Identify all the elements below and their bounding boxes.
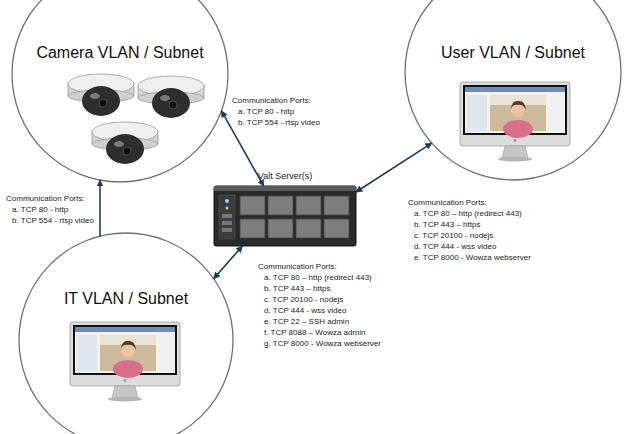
port-item: a. TCP 80 – http (redirect 443) bbox=[414, 209, 522, 219]
server-chassis bbox=[214, 186, 356, 246]
drive-bay bbox=[296, 219, 321, 238]
port-item: b. TCP 554 - rtsp video bbox=[238, 118, 320, 128]
server-port bbox=[222, 214, 232, 218]
monitor-icon bbox=[460, 82, 570, 162]
port-item: b. TCP 443 – https bbox=[264, 284, 330, 294]
server-port bbox=[222, 221, 232, 225]
circle-outline bbox=[404, 0, 622, 181]
subnet-title: Camera VLAN / Subnet bbox=[11, 44, 229, 62]
port-heading: Communication Ports: bbox=[258, 262, 337, 272]
port-item: a. TCP 80 - http bbox=[12, 205, 68, 215]
port-item: b. TCP 443 – https bbox=[414, 220, 480, 230]
server-box: Valt Server(s) bbox=[214, 186, 356, 246]
server-illustration bbox=[214, 186, 356, 246]
drive-bay bbox=[240, 196, 265, 215]
server-label: Valt Server(s) bbox=[230, 171, 340, 181]
server-top-edge bbox=[214, 186, 356, 191]
server-control-panel bbox=[219, 195, 235, 239]
drive-bay bbox=[268, 196, 293, 215]
subnet-circle: IT VLAN / Subnet bbox=[18, 232, 234, 434]
server-port bbox=[222, 228, 232, 232]
port-item: b. TCP 554 - rtsp video bbox=[12, 216, 94, 226]
port-item: a. TCP 80 - http bbox=[238, 107, 294, 117]
port-item: f. TCP 8088 – Wowza admin bbox=[264, 328, 365, 338]
circle-outline bbox=[405, 0, 621, 180]
port-item: e. TCP 8000 - Wowza webserver bbox=[414, 253, 531, 263]
drive-bay bbox=[268, 219, 293, 238]
subnet-circle: User VLAN / Subnet bbox=[404, 0, 622, 181]
connector-arrow bbox=[214, 246, 243, 279]
port-item: a. TCP 80 – http (redirect 443) bbox=[264, 273, 372, 283]
port-item: e. TCP 22 – SSH admin bbox=[264, 317, 349, 327]
circle-outline bbox=[19, 233, 233, 434]
subnet-title: User VLAN / Subnet bbox=[404, 44, 622, 62]
port-item: d. TCP 444 - wss video bbox=[414, 242, 496, 252]
connector-arrow bbox=[99, 180, 101, 236]
circle-outline bbox=[18, 232, 234, 434]
port-item: c. TCP 20100 - nodejs bbox=[414, 231, 493, 241]
port-item: c. TCP 20100 - nodejs bbox=[264, 295, 343, 305]
connector-arrow bbox=[221, 111, 263, 186]
port-heading: Communication Ports: bbox=[232, 96, 311, 106]
port-item: g. TCP 8000 - Wowza webserver bbox=[264, 339, 381, 349]
monitor-icon bbox=[70, 322, 180, 402]
subnet-title: IT VLAN / Subnet bbox=[18, 290, 234, 308]
drive-bay bbox=[324, 219, 349, 238]
connector-arrow bbox=[356, 143, 432, 192]
port-heading: Communication Ports: bbox=[408, 198, 487, 208]
server-led bbox=[226, 207, 229, 210]
dome-camera bbox=[138, 76, 204, 118]
circle-outline bbox=[12, 0, 228, 182]
port-heading: Communication Ports: bbox=[6, 194, 85, 204]
port-item: d. TCP 444 - wss video bbox=[264, 306, 346, 316]
dome-camera bbox=[92, 122, 158, 164]
circle-outline bbox=[11, 0, 229, 183]
subnet-circle: Camera VLAN / Subnet bbox=[11, 0, 229, 183]
drive-bay bbox=[296, 196, 321, 215]
dome-camera bbox=[68, 74, 134, 116]
drive-bay bbox=[240, 219, 265, 238]
drive-bay bbox=[324, 196, 349, 215]
server-led bbox=[225, 199, 229, 203]
